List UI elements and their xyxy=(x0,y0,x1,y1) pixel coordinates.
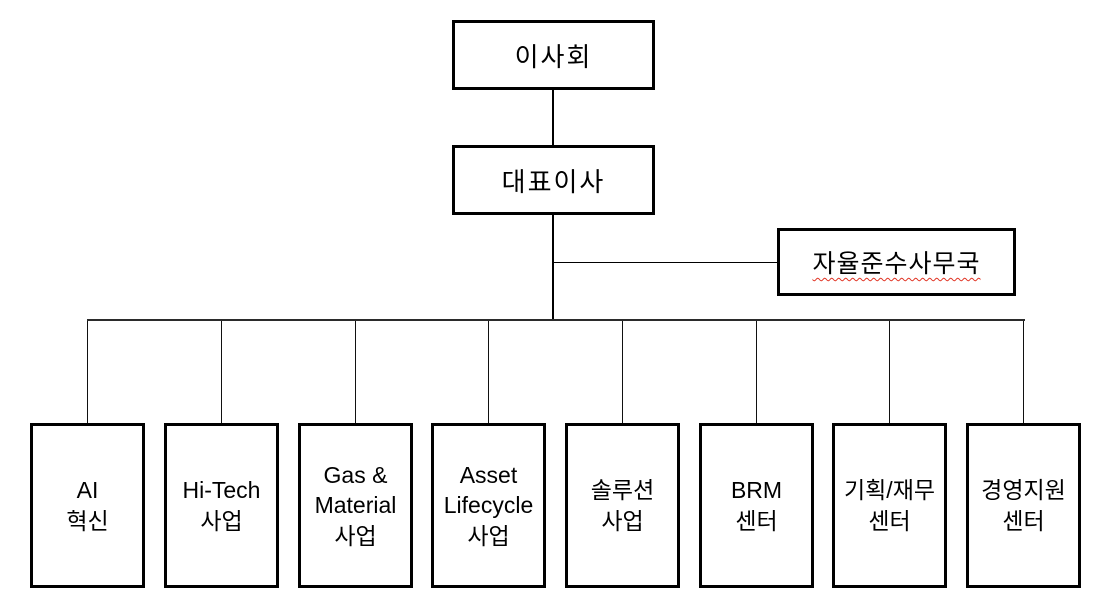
org-box-solution-business-label: 솔루션 사업 xyxy=(590,477,655,534)
org-box-gas-material-business[interactable]: Gas & Material 사업 xyxy=(298,423,413,588)
org-box-planning-finance-center[interactable]: 기획/재무 센터 xyxy=(832,423,947,588)
connector-drop-planning-finance xyxy=(889,321,890,423)
org-box-asset-lifecycle-business[interactable]: Asset Lifecycle 사업 xyxy=(431,423,546,588)
org-box-asset-lifecycle-business-label: Asset Lifecycle 사업 xyxy=(443,461,534,549)
org-box-compliance-office-label: 자율준수사무국 xyxy=(812,250,981,278)
org-box-brm-center-label: BRM 센터 xyxy=(730,477,783,534)
org-box-hitech-business[interactable]: Hi-Tech 사업 xyxy=(164,423,279,588)
connector-drop-gas-material xyxy=(355,321,356,423)
org-box-management-support-center-label: 경영지원 센터 xyxy=(981,477,1066,534)
org-box-hitech-business-label: Hi-Tech 사업 xyxy=(182,477,261,534)
connector-drop-brm xyxy=(756,321,757,423)
connector-drop-asset-lifecycle xyxy=(488,321,489,423)
connector-drop-solution xyxy=(622,321,623,423)
connector-drop-ai xyxy=(87,321,88,423)
org-box-ai-innovation[interactable]: AI 혁신 xyxy=(30,423,145,588)
org-box-planning-finance-center-label: 기획/재무 센터 xyxy=(843,477,936,534)
connector-branch-to-compliance xyxy=(554,262,777,263)
connector-board-to-ceo xyxy=(552,90,554,145)
org-box-ceo[interactable]: 대표이사 xyxy=(452,145,655,215)
org-box-solution-business[interactable]: 솔루션 사업 xyxy=(565,423,680,588)
org-box-board[interactable]: 이사회 xyxy=(452,20,655,90)
org-box-management-support-center[interactable]: 경영지원 센터 xyxy=(966,423,1081,588)
org-box-ai-innovation-label: AI 혁신 xyxy=(66,477,109,534)
org-box-board-label: 이사회 xyxy=(514,41,593,72)
connector-drop-hitech xyxy=(221,321,222,423)
connector-drop-management-support xyxy=(1023,321,1024,423)
connector-horizontal-bus xyxy=(87,319,1025,321)
org-box-brm-center[interactable]: BRM 센터 xyxy=(699,423,814,588)
org-box-ceo-label: 대표이사 xyxy=(501,166,606,197)
org-box-compliance-office[interactable]: 자율준수사무국 xyxy=(777,228,1016,296)
org-box-gas-material-business-label: Gas & Material 사업 xyxy=(314,461,397,549)
connector-ceo-trunk xyxy=(552,215,554,321)
